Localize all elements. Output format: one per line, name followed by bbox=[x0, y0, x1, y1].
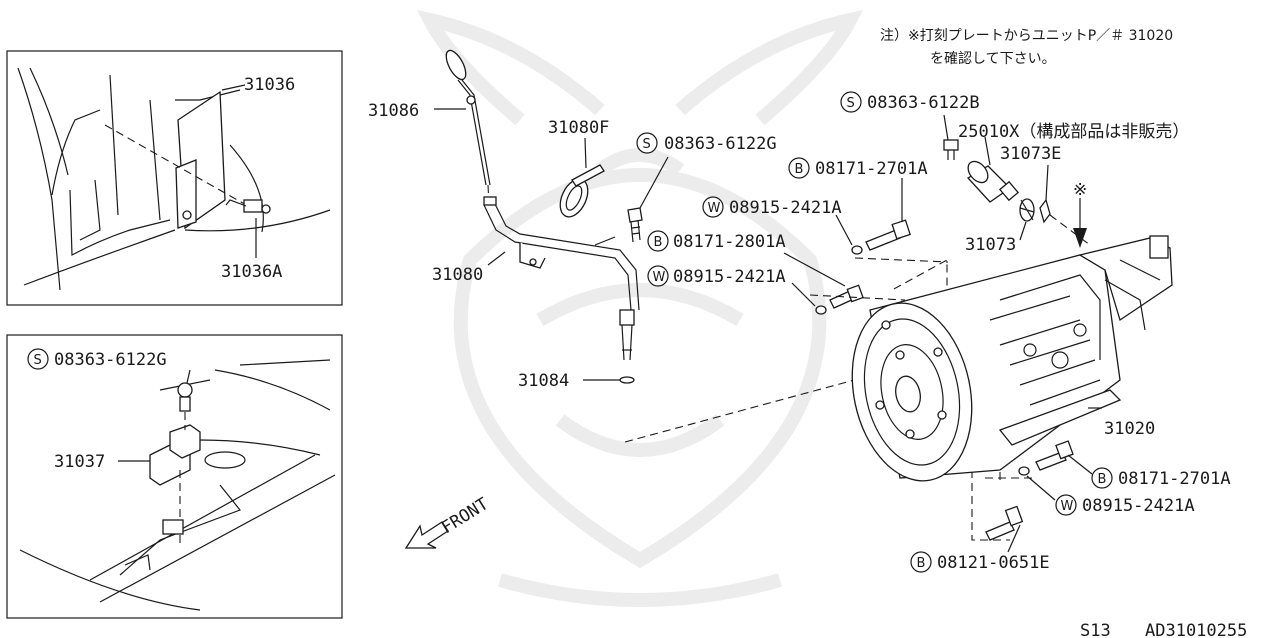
dipstick-tube-31080 bbox=[483, 184, 640, 361]
prefix-bolt-top: B bbox=[795, 162, 804, 177]
screw-08363-6122G bbox=[627, 156, 669, 243]
note-line-2: を確認して下さい。 bbox=[930, 51, 1056, 67]
label-washer-right: 08915-2421A bbox=[1082, 496, 1195, 516]
footer-code-right: AD31010255 bbox=[1145, 621, 1247, 638]
label-bolt-right: 08171-2701A bbox=[1118, 469, 1231, 489]
label-25010X: 25010X（構成部品は非販売） bbox=[958, 122, 1189, 142]
screw-08363-6122B bbox=[943, 114, 959, 160]
sensor-25010X bbox=[966, 136, 1020, 203]
label-screw-mid: 08363-6122G bbox=[664, 134, 777, 154]
marker-arrow bbox=[1073, 198, 1087, 248]
label-bolt-mid: 08171-2801A bbox=[673, 232, 786, 252]
label-bolt-top: 08171-2701A bbox=[815, 159, 928, 179]
label-31037: 31037 bbox=[54, 452, 105, 472]
prefix-bolt-bottom: B bbox=[917, 556, 926, 571]
prefix-screw-mid: S bbox=[643, 137, 651, 152]
label-31073: 31073 bbox=[965, 235, 1016, 255]
prefix-bolt-right: B bbox=[1098, 472, 1107, 487]
washer-08915-2421A-right bbox=[1018, 466, 1056, 501]
label-31084: 31084 bbox=[518, 371, 569, 391]
label-washer-mid: 08915-2421A bbox=[673, 267, 786, 287]
front-label: FRONT bbox=[438, 494, 492, 538]
dipstick-31086 bbox=[434, 49, 491, 186]
prefix-washer-mid: W bbox=[653, 270, 666, 285]
inset-panel-bracket-31037: S 08363-6122G 31037 bbox=[6, 334, 343, 619]
label-31020: 31020 bbox=[1104, 419, 1155, 439]
clamp-31080F bbox=[559, 137, 605, 218]
label-31073E: 31073E bbox=[1000, 144, 1061, 164]
prefix-screw-top: S bbox=[847, 96, 855, 111]
label-31080: 31080 bbox=[432, 265, 483, 285]
washer-08915-2421A-mid bbox=[791, 282, 827, 315]
inset-panel-dipstick-bracket: 31036 31036A bbox=[6, 50, 343, 306]
bolt-08171-2701A-right bbox=[1035, 440, 1093, 475]
marker-symbol: ※ bbox=[1073, 180, 1087, 200]
label-31036A: 31036A bbox=[221, 262, 282, 282]
transmission-31020 bbox=[851, 235, 1173, 482]
washer-08915-2421A-top bbox=[835, 214, 863, 255]
label-31080F: 31080F bbox=[548, 118, 609, 138]
label-washer-top: 08915-2421A bbox=[729, 198, 842, 218]
watermark-emblem bbox=[417, 9, 863, 607]
label-screw-top: 08363-6122B bbox=[867, 93, 980, 113]
front-arrow: FRONT bbox=[404, 494, 492, 549]
label-31086: 31086 bbox=[368, 101, 419, 121]
prefix-washer-right: W bbox=[1061, 499, 1074, 514]
label-31036: 31036 bbox=[244, 75, 295, 95]
bolt-08171-2701A-top bbox=[865, 178, 911, 251]
note-line-1: 注）※打刻プレートからユニットP／＃ 31020 bbox=[880, 27, 1173, 44]
o-ring-31084 bbox=[583, 376, 635, 384]
label-inset2-screw: 08363-6122G bbox=[54, 350, 167, 370]
prefix-washer-top: W bbox=[708, 201, 721, 216]
prefix-bolt-mid: B bbox=[654, 235, 663, 250]
bolt-31036A bbox=[225, 199, 271, 214]
gear-31073 bbox=[1019, 198, 1035, 241]
bolt-08121-0651E bbox=[985, 505, 1024, 553]
footer-code-left: S13 bbox=[1080, 621, 1111, 638]
label-bolt-bottom: 08121-0651E bbox=[937, 553, 1050, 573]
clip-31073E bbox=[1039, 164, 1051, 224]
prefix-inset2-screw: S bbox=[34, 353, 42, 368]
